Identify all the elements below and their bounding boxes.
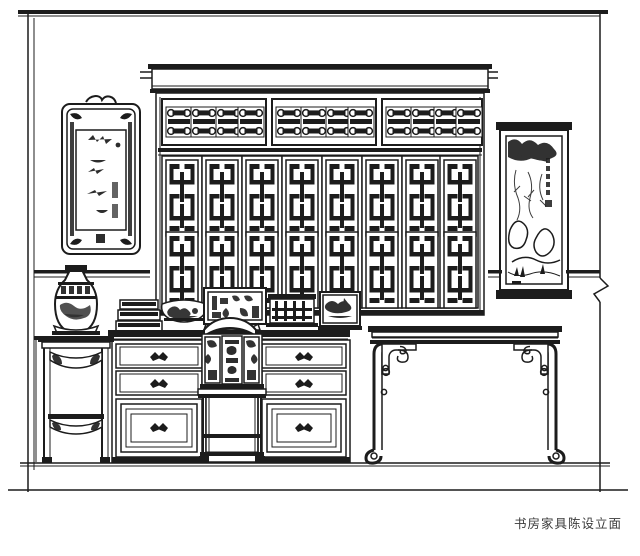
- table-screen: [202, 287, 267, 331]
- desk-pedestal-right: [257, 339, 351, 463]
- calligraphy-panel: [61, 95, 141, 255]
- carved-armchair: [197, 316, 267, 462]
- desk-pedestal-left: [111, 339, 207, 463]
- lattice-bookcase: [140, 64, 498, 316]
- transom-panels: [161, 98, 483, 146]
- desktop-objects: [115, 287, 362, 332]
- altar-table: [364, 326, 566, 465]
- book-stack: [115, 299, 163, 332]
- room-shell: [8, 10, 628, 492]
- brush-rack: [266, 294, 318, 327]
- small-framed-picture: [318, 291, 362, 330]
- porcelain-vase: [52, 265, 100, 335]
- brush-washer: [160, 299, 208, 323]
- small-side-piece: [34, 336, 42, 462]
- landscape-scroll: [488, 122, 600, 299]
- lattice-doors: [161, 155, 479, 309]
- flower-stand: [38, 265, 114, 463]
- drawing-caption: 书房家具陈设立面: [513, 516, 622, 531]
